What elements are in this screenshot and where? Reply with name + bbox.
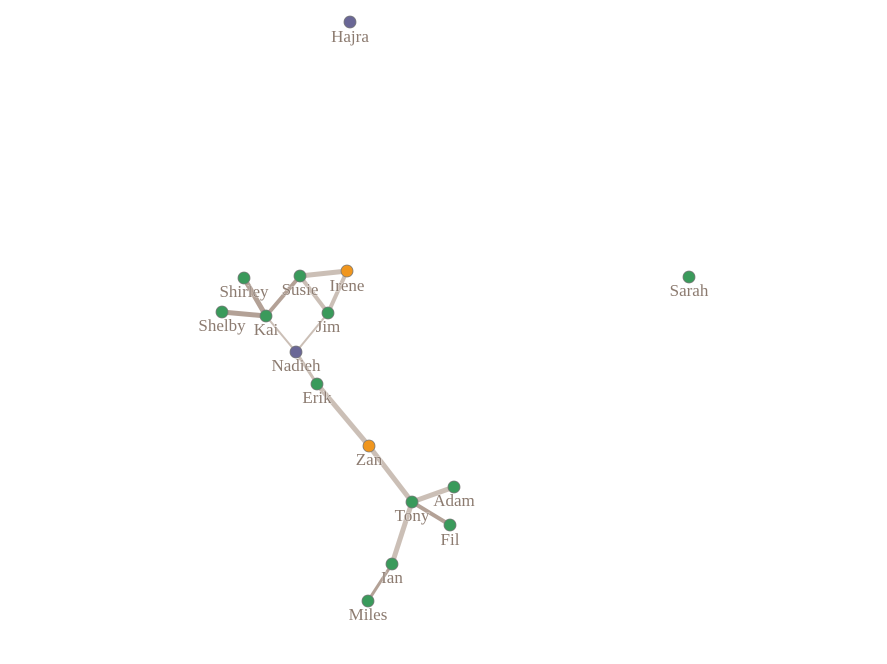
node-circle[interactable] xyxy=(361,594,375,608)
node-irene[interactable]: Irene xyxy=(329,264,365,295)
node-circle[interactable] xyxy=(362,439,376,453)
node-label: Tony xyxy=(395,506,430,525)
node-label: Jim xyxy=(316,317,341,336)
node-label: Hajra xyxy=(331,27,369,46)
node-circle[interactable] xyxy=(310,377,324,391)
link-tony-ian xyxy=(389,501,415,565)
node-adam[interactable]: Adam xyxy=(433,480,475,510)
node-circle[interactable] xyxy=(447,480,461,494)
node-label: Fil xyxy=(441,530,460,549)
link-irene-jim xyxy=(326,270,349,314)
node-label: Nadieh xyxy=(271,356,321,375)
link-tony-fil xyxy=(410,500,452,527)
node-circle[interactable] xyxy=(321,306,335,320)
node-circle[interactable] xyxy=(340,264,354,278)
node-shelby[interactable]: Shelby xyxy=(198,305,246,335)
link-shelby-kai xyxy=(221,309,267,319)
link-susie-jim xyxy=(298,274,330,315)
node-circle[interactable] xyxy=(215,305,229,319)
node-zan[interactable]: Zan xyxy=(355,439,383,469)
node-label: Zan xyxy=(356,450,383,469)
node-label: Susie xyxy=(282,280,319,299)
node-label: Ian xyxy=(381,568,403,587)
node-circle[interactable] xyxy=(682,270,696,284)
node-tony[interactable]: Tony xyxy=(394,495,430,525)
node-label: Shirley xyxy=(219,282,269,301)
links-layer xyxy=(221,268,455,602)
node-circle[interactable] xyxy=(289,345,303,359)
node-label: Miles xyxy=(349,605,388,624)
node-erik[interactable]: Erik xyxy=(302,377,332,407)
node-hajra[interactable]: Hajra xyxy=(331,15,370,46)
node-label: Adam xyxy=(433,491,475,510)
node-susie[interactable]: Susie xyxy=(281,269,319,299)
node-circle[interactable] xyxy=(385,557,399,571)
node-nadieh[interactable]: Nadieh xyxy=(271,345,321,375)
link-kai-nadieh xyxy=(265,315,297,353)
node-shirley[interactable]: Shirley xyxy=(219,271,269,301)
node-circle[interactable] xyxy=(237,271,251,285)
node-jim[interactable]: Jim xyxy=(315,306,341,336)
node-label: Shelby xyxy=(198,316,246,335)
node-kai[interactable]: Kai xyxy=(253,309,279,339)
node-ian[interactable]: Ian xyxy=(381,557,404,587)
node-circle[interactable] xyxy=(343,15,357,29)
node-miles[interactable]: Miles xyxy=(348,594,388,624)
node-circle[interactable] xyxy=(259,309,273,323)
node-circle[interactable] xyxy=(443,518,457,532)
node-circle[interactable] xyxy=(293,269,307,283)
node-sarah[interactable]: Sarah xyxy=(669,270,709,300)
link-erik-zan xyxy=(315,382,371,448)
link-susie-kai xyxy=(264,274,302,318)
link-ian-miles xyxy=(366,563,394,602)
node-circle[interactable] xyxy=(405,495,419,509)
link-susie-irene xyxy=(299,268,348,279)
link-jim-nadieh xyxy=(295,312,329,353)
node-fil[interactable]: Fil xyxy=(440,518,460,549)
node-label: Irene xyxy=(330,276,365,295)
link-tony-adam xyxy=(411,484,455,505)
node-label: Erik xyxy=(302,388,332,407)
link-zan-tony xyxy=(367,444,414,504)
node-label: Sarah xyxy=(670,281,709,300)
link-shirley-kai xyxy=(241,276,269,318)
node-label: Kai xyxy=(254,320,279,339)
